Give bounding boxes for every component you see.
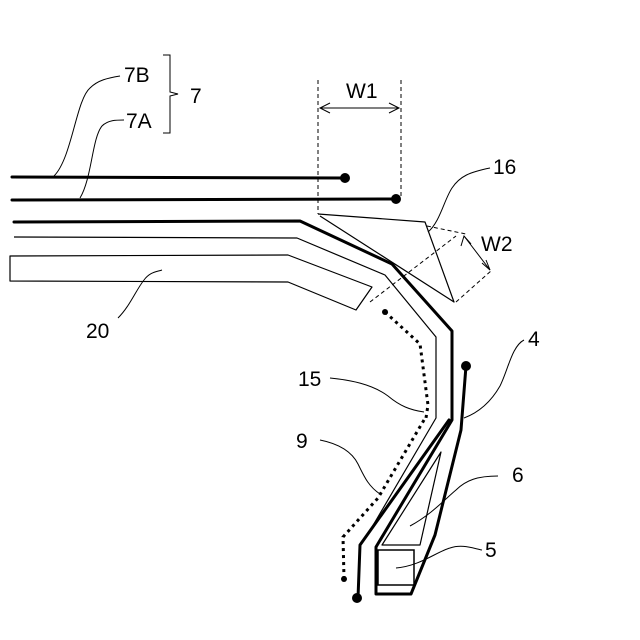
- label-7b: 7B: [124, 64, 150, 87]
- part-16-wedge: [318, 214, 454, 302]
- leader-16: [428, 168, 490, 232]
- label-9: 9: [296, 430, 308, 453]
- carcass-outer-line: [14, 221, 466, 594]
- label-20: 20: [86, 320, 109, 343]
- leader-4: [464, 340, 524, 418]
- w2-arrow-head-top: [461, 236, 471, 246]
- leader-20: [118, 270, 162, 318]
- part-20-strip: [10, 255, 372, 310]
- label-15: 15: [298, 368, 321, 391]
- leader-7a: [80, 120, 124, 198]
- leader-15: [330, 378, 424, 412]
- label-w1: W1: [346, 80, 378, 103]
- label-16: 16: [493, 156, 516, 179]
- leader-9: [320, 440, 380, 494]
- leader-6: [410, 476, 498, 526]
- part-6-bead-apex: [382, 452, 441, 545]
- label-6: 6: [512, 464, 524, 487]
- w2-extension-lower: [456, 270, 492, 302]
- label-5: 5: [485, 539, 497, 562]
- belt-ply-7a-line: [12, 199, 396, 200]
- belt-ply-7b-line: [12, 177, 345, 178]
- label-7: 7: [190, 85, 202, 108]
- belt-ply-7a-end-dot: [391, 194, 401, 204]
- w2-base-line: [370, 236, 456, 302]
- belt-ply-7b-end-dot: [340, 173, 350, 183]
- leader-7b: [54, 76, 120, 176]
- label-w2: W2: [481, 233, 513, 256]
- label-7a: 7A: [126, 110, 152, 133]
- carcass-turnup-end-dot: [461, 361, 471, 371]
- label-4: 4: [528, 328, 540, 351]
- part-9-end-dot: [341, 576, 347, 582]
- part-15-dotted-line: [385, 312, 428, 418]
- brace-7: [163, 55, 178, 133]
- carcass-ply-end-dot: [352, 593, 362, 603]
